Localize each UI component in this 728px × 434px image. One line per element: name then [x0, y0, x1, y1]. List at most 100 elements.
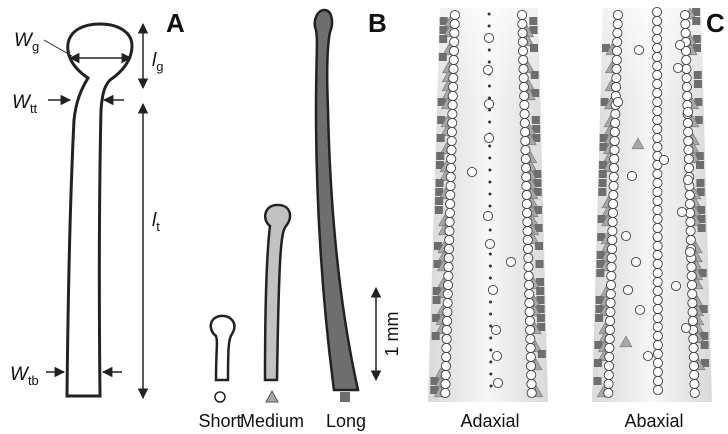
short-trichome-marker	[449, 46, 458, 55]
short-trichome-marker	[611, 118, 620, 127]
lt-label: lt	[152, 210, 160, 234]
short-trichome-marker	[653, 268, 662, 277]
short-trichome-marker	[653, 124, 662, 133]
short-trichome-marker	[687, 262, 696, 271]
short-trichome-marker	[609, 172, 618, 181]
short-trichome-marker	[488, 285, 497, 294]
short-trichome-marker	[606, 280, 615, 289]
abaxial-label: Abaxial	[624, 411, 683, 431]
short-trichome-marker	[681, 323, 690, 332]
long-trichome	[315, 10, 358, 390]
short-trichome-marker	[506, 257, 515, 266]
short-trichome-marker	[526, 361, 535, 370]
short-trichome-marker	[612, 64, 621, 73]
short-trichome-marker	[446, 190, 455, 199]
short-trichome-marker	[653, 16, 662, 25]
short-trichome-marker	[609, 181, 618, 190]
short-trichome-marker	[687, 271, 696, 280]
short-trichome-marker	[524, 253, 533, 262]
short-trichome-marker	[608, 217, 617, 226]
scale-bar-label: 1 mm	[382, 312, 402, 357]
long-trichome-marker	[435, 197, 443, 205]
midrib-dot	[489, 277, 492, 280]
short-trichome-marker	[450, 19, 459, 28]
short-trichome-marker	[493, 378, 502, 387]
short-trichome-marker	[523, 244, 532, 253]
short-trichome-marker	[653, 367, 662, 376]
short-trichome-marker	[449, 64, 458, 73]
midrib-dot	[489, 361, 492, 364]
short-trichome-marker	[467, 167, 476, 176]
wg-label: Wg	[14, 30, 39, 54]
short-trichome-marker	[606, 298, 615, 307]
short-trichome-marker	[524, 262, 533, 271]
short-trichome-marker	[445, 208, 454, 217]
panel-b: B 1 mm Short Medium Long	[198, 8, 402, 431]
midrib-dot	[488, 49, 491, 52]
short-trichome-marker	[443, 307, 452, 316]
short-trichome-marker	[610, 145, 619, 154]
long-trichome-marker	[599, 170, 607, 178]
short-trichome-marker	[675, 40, 684, 49]
short-trichome-marker	[653, 25, 662, 34]
short-trichome-marker	[446, 163, 455, 172]
short-trichome-marker	[635, 305, 644, 314]
wtb-label: Wtb	[10, 364, 39, 388]
short-trichome-marker	[604, 370, 613, 379]
short-trichome-marker	[653, 70, 662, 79]
short-trichome-marker	[653, 187, 662, 196]
short-trichome-marker	[524, 271, 533, 280]
short-trichome-marker	[653, 88, 662, 97]
short-trichome-marker	[613, 37, 622, 46]
midrib-dot	[489, 325, 492, 328]
short-trichome-marker	[522, 181, 531, 190]
short-trichome-marker	[450, 37, 459, 46]
short-trichome-marker	[653, 250, 662, 259]
short-trichome-marker	[653, 52, 662, 61]
short-trichome-marker	[689, 361, 698, 370]
midrib-dot	[489, 337, 492, 340]
short-trichome-marker	[684, 154, 693, 163]
short-trichome-marker	[522, 190, 531, 199]
short-trichome-marker	[623, 285, 632, 294]
medium-marker	[266, 391, 278, 402]
short-trichome-marker	[653, 358, 662, 367]
long-trichome-marker	[435, 206, 443, 214]
short-trichome-marker	[653, 286, 662, 295]
short-trichome-marker	[689, 334, 698, 343]
short-trichome-marker	[442, 334, 451, 343]
short-trichome-marker	[688, 298, 697, 307]
short-trichome-marker	[682, 64, 691, 73]
long-trichome-marker	[538, 350, 546, 358]
short-trichome-marker	[484, 99, 493, 108]
long-trichome-marker	[696, 161, 704, 169]
long-trichome-marker	[698, 224, 706, 232]
short-trichome-marker	[523, 226, 532, 235]
short-trichome-marker	[527, 379, 536, 388]
long-trichome-marker	[594, 359, 602, 367]
short-trichome-marker	[653, 79, 662, 88]
short-trichome-marker	[606, 289, 615, 298]
short-trichome-marker	[450, 28, 459, 37]
short-trichome-marker	[653, 223, 662, 232]
midrib-dot	[489, 205, 492, 208]
short-trichome-marker	[446, 181, 455, 190]
short-trichome-marker	[689, 352, 698, 361]
short-trichome-marker	[443, 298, 452, 307]
short-trichome-marker	[612, 82, 621, 91]
long-trichome-marker	[599, 179, 607, 187]
short-trichome-marker	[627, 171, 636, 180]
long-trichome-marker	[532, 116, 540, 124]
short-trichome-marker	[653, 142, 662, 151]
midrib-dot	[488, 13, 491, 16]
short-trichome-marker	[491, 325, 500, 334]
short-trichome-marker	[521, 136, 530, 145]
short-trichome-marker	[447, 145, 456, 154]
short-trichome-marker	[687, 280, 696, 289]
short-trichome-marker	[519, 55, 528, 64]
short-trichome-marker	[446, 199, 455, 208]
short-trichome-marker	[441, 361, 450, 370]
short-trichome-marker	[653, 214, 662, 223]
short-trichome-marker	[527, 370, 536, 379]
